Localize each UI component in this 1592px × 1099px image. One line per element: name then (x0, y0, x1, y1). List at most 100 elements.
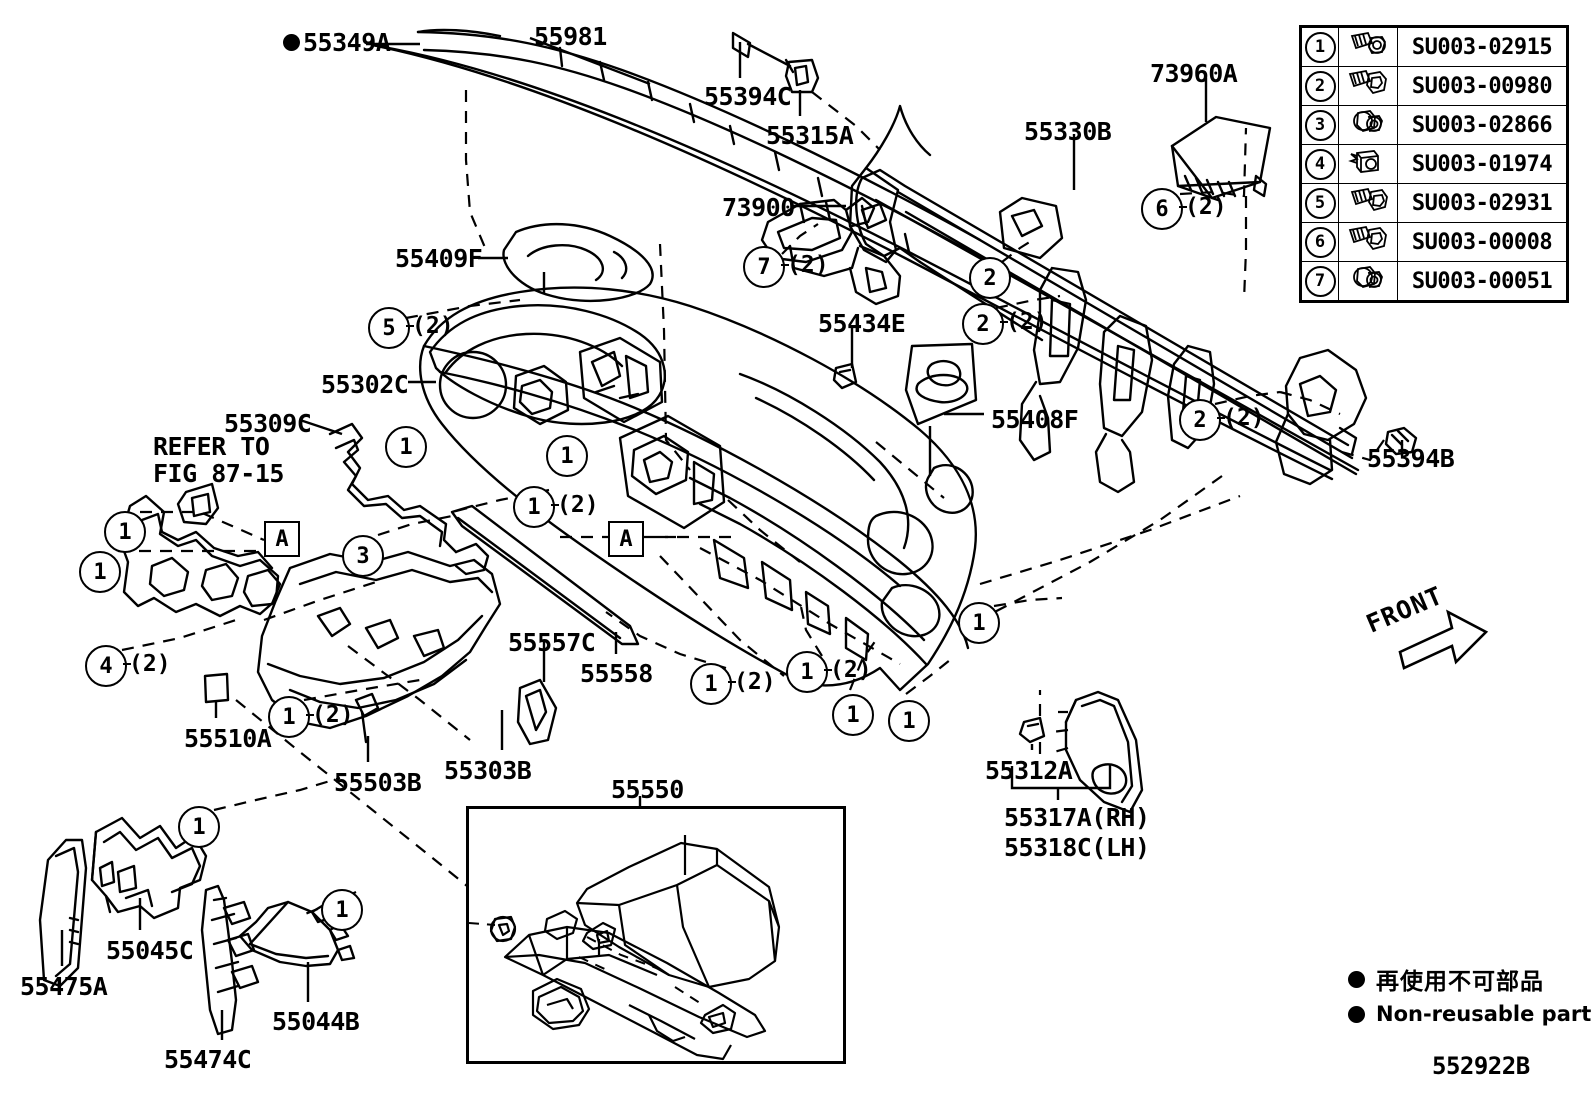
table-cell-number: 2 (1300, 66, 1339, 106)
table-cell-number: 6 (1300, 222, 1339, 262)
fastener-icon-cell (1338, 105, 1398, 145)
parts-reference-table: 1 SU003-02915 2 (1299, 25, 1569, 303)
part-label-55045c: 55045C (106, 936, 194, 965)
part-label-55558: 55558 (580, 660, 653, 687)
part-number: SU003-00980 (1397, 66, 1568, 106)
callout-bubble-1[interactable]: 1 (268, 696, 310, 738)
part-label-text: 55317A(RH) (1004, 803, 1150, 832)
part-label-55303b: 55303B (444, 757, 532, 784)
filled-circle-icon (1348, 1005, 1365, 1023)
part-label-55409f: 55409F (395, 244, 483, 273)
legend-text-japanese: 再使用不可部品 (1376, 969, 1544, 995)
callout-bubble-1[interactable]: 1 (79, 551, 121, 593)
part-label-55044b: 55044B (272, 1007, 360, 1036)
callout-bubble-1[interactable]: 1 (546, 435, 588, 477)
callout-bubble-1[interactable]: 1 (832, 694, 874, 736)
callout-quantity: (2) (1185, 194, 1227, 220)
part-label-text: 55475A (20, 972, 108, 1001)
fastener-icon-cell (1338, 183, 1398, 223)
callout-bubble-3[interactable]: 3 (342, 535, 384, 577)
callout-quantity: (2) (129, 651, 171, 677)
callout-quantity: (2) (787, 252, 829, 278)
callout-bubble-1[interactable]: 1 (385, 426, 427, 468)
part-label-text: 55409F (395, 244, 483, 273)
callout-bubble-4[interactable]: 4 (85, 645, 127, 687)
part-label-text: 55312A (985, 756, 1073, 785)
callout-bubble-6[interactable]: 6 (1141, 188, 1183, 230)
legend-row-japanese: 再使用不可部品 (1348, 962, 1591, 996)
table-cell-number: 4 (1300, 144, 1339, 184)
glove-box-inset-frame (466, 806, 846, 1064)
callout-dash (1000, 321, 1008, 324)
part-label-text: 73960A (1150, 59, 1238, 88)
part-label-55302c: 55302C (321, 371, 409, 398)
filled-circle-icon (1348, 970, 1365, 988)
part-label-text: 55503B (334, 768, 422, 797)
callout-number: 5 (1304, 187, 1336, 219)
part-label-55318clh: 55318C(LH) (1004, 834, 1150, 861)
callout-dash (306, 714, 314, 717)
part-label-55434e: 55434E (818, 309, 906, 338)
non-reusable-dot-icon (283, 34, 300, 51)
part-label-text: 55044B (272, 1007, 360, 1036)
callout-quantity: (2) (734, 669, 776, 695)
legend-block: 再使用不可部品 Non-reusable part (1348, 962, 1591, 1032)
part-number: SU003-02931 (1397, 183, 1568, 223)
callout-bubble-1[interactable]: 1 (178, 806, 220, 848)
callout-bubble-2[interactable]: 2 (1179, 399, 1221, 441)
part-label-text: 55434E (818, 309, 906, 338)
callout-number: 3 (1304, 109, 1336, 141)
clip-icon (1348, 150, 1379, 173)
screw-washer-icon (1350, 187, 1388, 212)
part-label-55394b: 55394B (1367, 444, 1455, 473)
part-label-text: 73900 (722, 193, 795, 222)
part-label-55474c: 55474C (164, 1046, 252, 1073)
table-cell-number: 7 (1300, 261, 1339, 302)
callout-bubble-1[interactable]: 1 (690, 663, 732, 705)
callout-bubble-7[interactable]: 7 (743, 246, 785, 288)
callout-bubble-1[interactable]: 1 (104, 511, 146, 553)
section-marker-a: A (608, 521, 644, 557)
callout-quantity: (2) (312, 702, 354, 728)
part-label-text: 55981 (534, 22, 607, 51)
callout-dash (406, 325, 414, 328)
part-label-73900: 73900 (722, 193, 795, 222)
callout-quantity: (2) (1006, 309, 1048, 335)
part-label-55312a: 55312A (985, 756, 1073, 785)
part-label-55408f: 55408F (991, 406, 1079, 433)
part-label-55317arh: 55317A(RH) (1004, 803, 1150, 832)
callout-bubble-1[interactable]: 1 (321, 889, 363, 931)
part-number: SU003-00051 (1397, 261, 1568, 302)
callout-bubble-2[interactable]: 2 (969, 257, 1011, 299)
callout-dash (123, 663, 131, 666)
callout-number: 7 (1304, 265, 1336, 297)
part-label-55330b: 55330B (1024, 118, 1112, 145)
table-row: 4 SU003-01974 (1300, 144, 1568, 184)
callout-bubble-1[interactable]: 1 (786, 651, 828, 693)
callout-bubble-1[interactable]: 1 (958, 602, 1000, 644)
part-label-55557c: 55557C (508, 628, 596, 657)
table-row: 3 SU003-02866 (1300, 105, 1568, 145)
fastener-icon-cell (1338, 261, 1398, 302)
callout-dash (1179, 206, 1187, 209)
callout-bubble-2[interactable]: 2 (962, 303, 1004, 345)
table-row: 7 SU003-00051 (1300, 261, 1568, 302)
part-label-text: 55394B (1367, 444, 1455, 473)
callout-bubble-5[interactable]: 5 (368, 307, 410, 349)
callout-bubble-1[interactable]: 1 (888, 700, 930, 742)
parts-table-body: 1 SU003-02915 2 (1300, 26, 1568, 302)
table-row: 6 SU003-00008 (1300, 222, 1568, 262)
legend-text-english: Non-reusable part (1376, 1002, 1592, 1026)
callout-number: 4 (1304, 148, 1336, 180)
part-label-text: 55550 (611, 775, 684, 804)
part-number: SU003-01974 (1397, 144, 1568, 184)
callout-number: 1 (1304, 31, 1336, 63)
part-label-text: 55045C (106, 936, 194, 965)
part-label-55981: 55981 (534, 22, 607, 51)
callout-bubble-1[interactable]: 1 (513, 486, 555, 528)
part-label-text: 55557C (508, 628, 596, 657)
fastener-icon-cell (1338, 26, 1398, 67)
part-label-55475a: 55475A (20, 972, 108, 1001)
callout-quantity: (2) (412, 313, 454, 339)
